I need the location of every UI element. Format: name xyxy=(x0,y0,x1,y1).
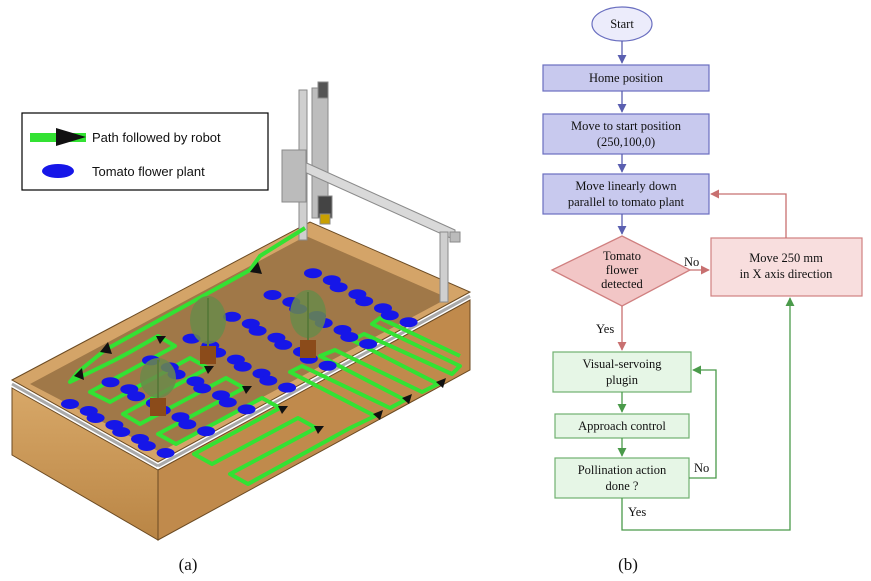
pollination-box xyxy=(554,457,690,499)
path-arrows xyxy=(74,262,446,434)
plant-dot xyxy=(218,397,237,408)
pollination-label-1: Pollination action xyxy=(578,463,667,477)
tomato-plant-pots xyxy=(140,290,326,416)
plant-dot xyxy=(197,426,216,437)
plant-dot xyxy=(233,361,252,372)
plant-dot xyxy=(304,268,322,279)
decision-label-2: flower xyxy=(606,263,639,277)
plant-dot xyxy=(399,317,418,328)
robot-path xyxy=(68,226,462,486)
caption-a: (a) xyxy=(179,555,198,574)
legend-plant-label: Tomato flower plant xyxy=(92,164,205,179)
yes-label: Yes xyxy=(596,322,614,336)
plant-dot xyxy=(355,296,374,307)
plant-dot xyxy=(274,339,293,350)
plant-dot xyxy=(178,419,197,430)
plant-dot xyxy=(86,413,105,423)
move-start-label-2: (250,100,0) xyxy=(597,135,655,149)
legend-path-swatch xyxy=(30,128,86,146)
arrow-move-x-loop xyxy=(710,189,787,238)
plant-dot xyxy=(329,282,348,293)
flowchart: Start Home position Move to start positi… xyxy=(542,6,863,531)
potted-plant-1 xyxy=(140,358,176,416)
plant-dot xyxy=(193,383,212,394)
plant-dot xyxy=(278,382,297,393)
gantry xyxy=(281,81,461,303)
robot-bed-illustration xyxy=(10,81,472,541)
move-down-label-2: parallel to tomato plant xyxy=(568,195,685,209)
plant-dot xyxy=(137,441,156,451)
plant-dot xyxy=(156,448,175,458)
rail-front xyxy=(11,382,159,468)
move-start-box xyxy=(542,113,710,155)
potted-plant-2 xyxy=(190,296,226,364)
plant-dot xyxy=(359,339,378,349)
plant-dot xyxy=(112,427,131,437)
move-x-label-1: Move 250 mm xyxy=(749,251,823,265)
yes-label-2: Yes xyxy=(628,505,646,519)
move-down-label-1: Move linearly down xyxy=(575,179,677,193)
legend-path-label: Path followed by robot xyxy=(92,130,221,145)
decision-label-1: Tomato xyxy=(603,249,641,263)
plant-dot xyxy=(223,311,241,322)
approach-control-label: Approach control xyxy=(578,419,666,433)
arrow-pollination-yes-loop xyxy=(621,297,795,531)
plant-dot xyxy=(340,332,359,342)
plant-dot xyxy=(263,290,282,300)
move-start-label-1: Move to start position xyxy=(571,119,682,133)
plant-dot xyxy=(127,391,146,402)
plant-dot xyxy=(318,360,337,371)
visual-servoing-label-1: Visual-servoing xyxy=(582,357,662,371)
approach-control-box xyxy=(554,413,690,439)
plant-dot xyxy=(259,375,278,386)
plant-dot xyxy=(248,325,267,336)
decision-label-3: detected xyxy=(601,277,643,291)
no-label-2: No xyxy=(694,461,709,475)
plant-dot xyxy=(237,404,256,415)
start-label: Start xyxy=(610,17,634,31)
move-x-box xyxy=(710,237,863,297)
plant-dot xyxy=(101,377,120,388)
legend-plant-swatch xyxy=(42,164,74,178)
rail-side xyxy=(157,294,471,468)
pollination-label-2: done ? xyxy=(606,479,639,493)
move-down-box xyxy=(542,173,710,215)
legend: Path followed by robot Tomato flower pla… xyxy=(21,112,269,191)
plant-dot xyxy=(380,310,399,321)
caption-b: (b) xyxy=(618,555,638,574)
visual-servoing-box xyxy=(552,351,692,393)
home-position-box xyxy=(542,64,710,92)
arrow-pollination-no-loop xyxy=(689,365,717,479)
move-x-label-2: in X axis direction xyxy=(740,267,833,281)
visual-servoing-label-2: plugin xyxy=(606,373,639,387)
home-position-label: Home position xyxy=(589,71,664,85)
potted-plant-3 xyxy=(290,290,326,358)
no-label: No xyxy=(684,255,699,269)
plant-dot xyxy=(61,399,79,409)
